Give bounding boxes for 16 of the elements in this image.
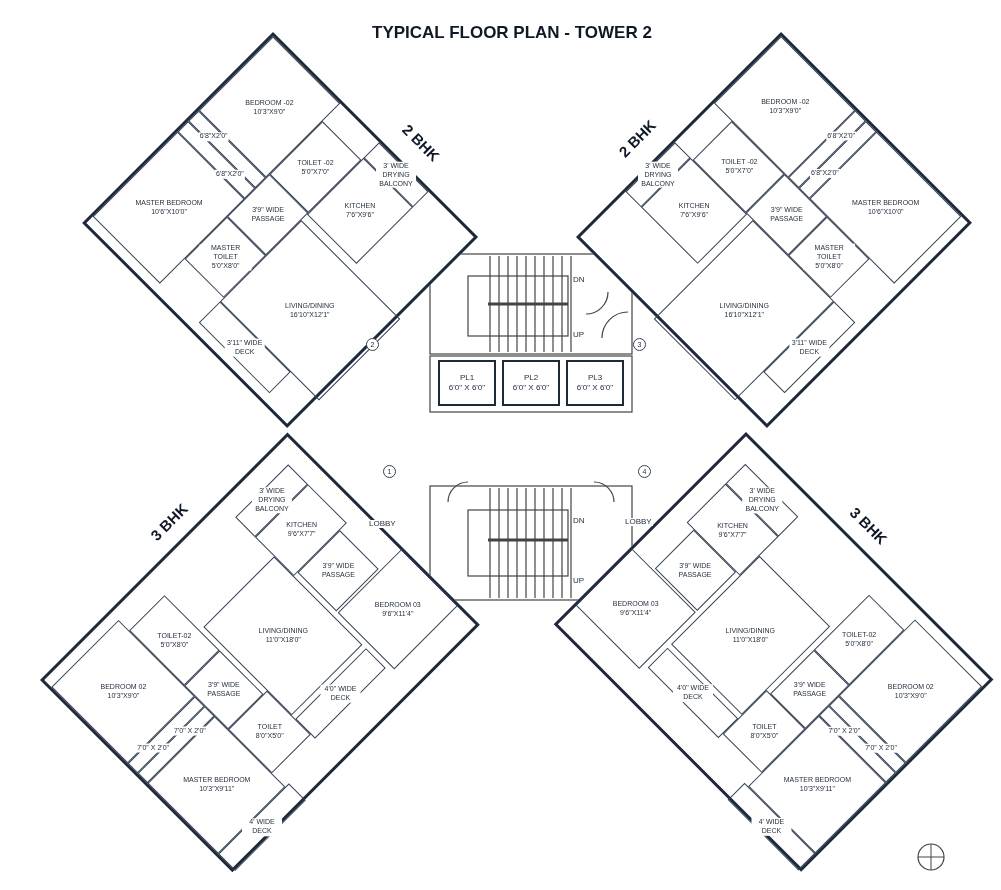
room-dimension: 6'0" X 6'0" (448, 383, 486, 393)
room-dimension: 6'0" X 6'0" (576, 383, 614, 393)
lift-shaft (566, 360, 624, 406)
plan-label: DN (572, 276, 586, 284)
lift-shaft (438, 360, 496, 406)
room-dimension: 6'0" X 6'0" (512, 383, 550, 393)
room-label: PL2 (523, 373, 539, 383)
plan-title: TYPICAL FLOOR PLAN - TOWER 2 (372, 22, 652, 44)
plan-label: DN (572, 517, 586, 525)
plan-label: LOBBY (368, 520, 397, 528)
room-label: PL3 (587, 373, 603, 383)
plan-label: UP (572, 577, 586, 585)
plan-label: LOBBY (624, 518, 653, 526)
lift-shaft (502, 360, 560, 406)
room-label: PL1 (459, 373, 475, 383)
plan-label: UP (572, 331, 586, 339)
